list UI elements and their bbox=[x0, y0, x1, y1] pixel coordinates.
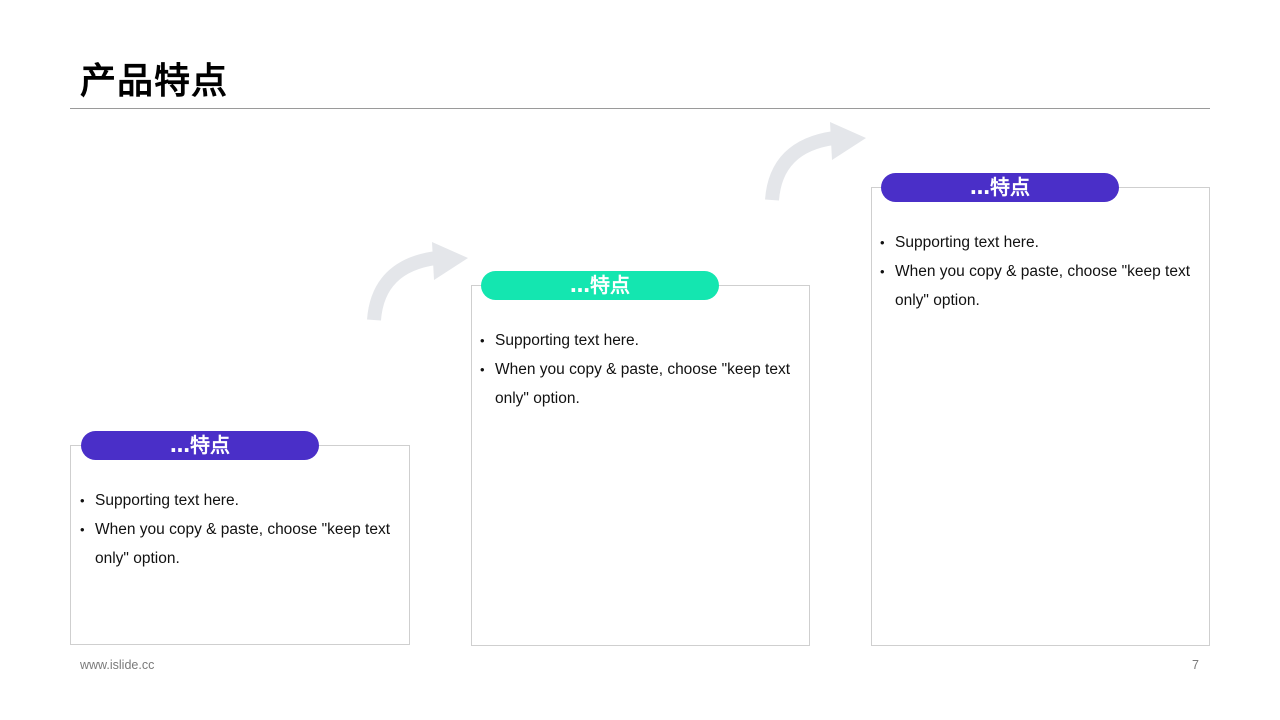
bullet-item: When you copy & paste, choose "keep text… bbox=[80, 515, 405, 573]
feature-bullets-3: Supporting text here. When you copy & pa… bbox=[880, 228, 1205, 315]
feature-heading-3: …特点 bbox=[881, 173, 1119, 202]
curved-arrow-icon bbox=[765, 122, 866, 201]
feature-bullets-1: Supporting text here. When you copy & pa… bbox=[80, 486, 405, 573]
feature-heading-2: …特点 bbox=[481, 271, 719, 300]
bullet-item: When you copy & paste, choose "keep text… bbox=[880, 257, 1205, 315]
page-number: 7 bbox=[1192, 658, 1199, 672]
bullet-item: Supporting text here. bbox=[80, 486, 405, 515]
feature-bullets-2: Supporting text here. When you copy & pa… bbox=[480, 326, 805, 413]
footer-url: www.islide.cc bbox=[80, 658, 155, 672]
title-divider bbox=[70, 108, 1210, 109]
bullet-item: Supporting text here. bbox=[480, 326, 805, 355]
bullet-item: Supporting text here. bbox=[880, 228, 1205, 257]
feature-heading-1: …特点 bbox=[81, 431, 319, 460]
page-title: 产品特点 bbox=[80, 61, 229, 102]
bullet-item: When you copy & paste, choose "keep text… bbox=[480, 355, 805, 413]
curved-arrow-icon bbox=[367, 242, 468, 321]
